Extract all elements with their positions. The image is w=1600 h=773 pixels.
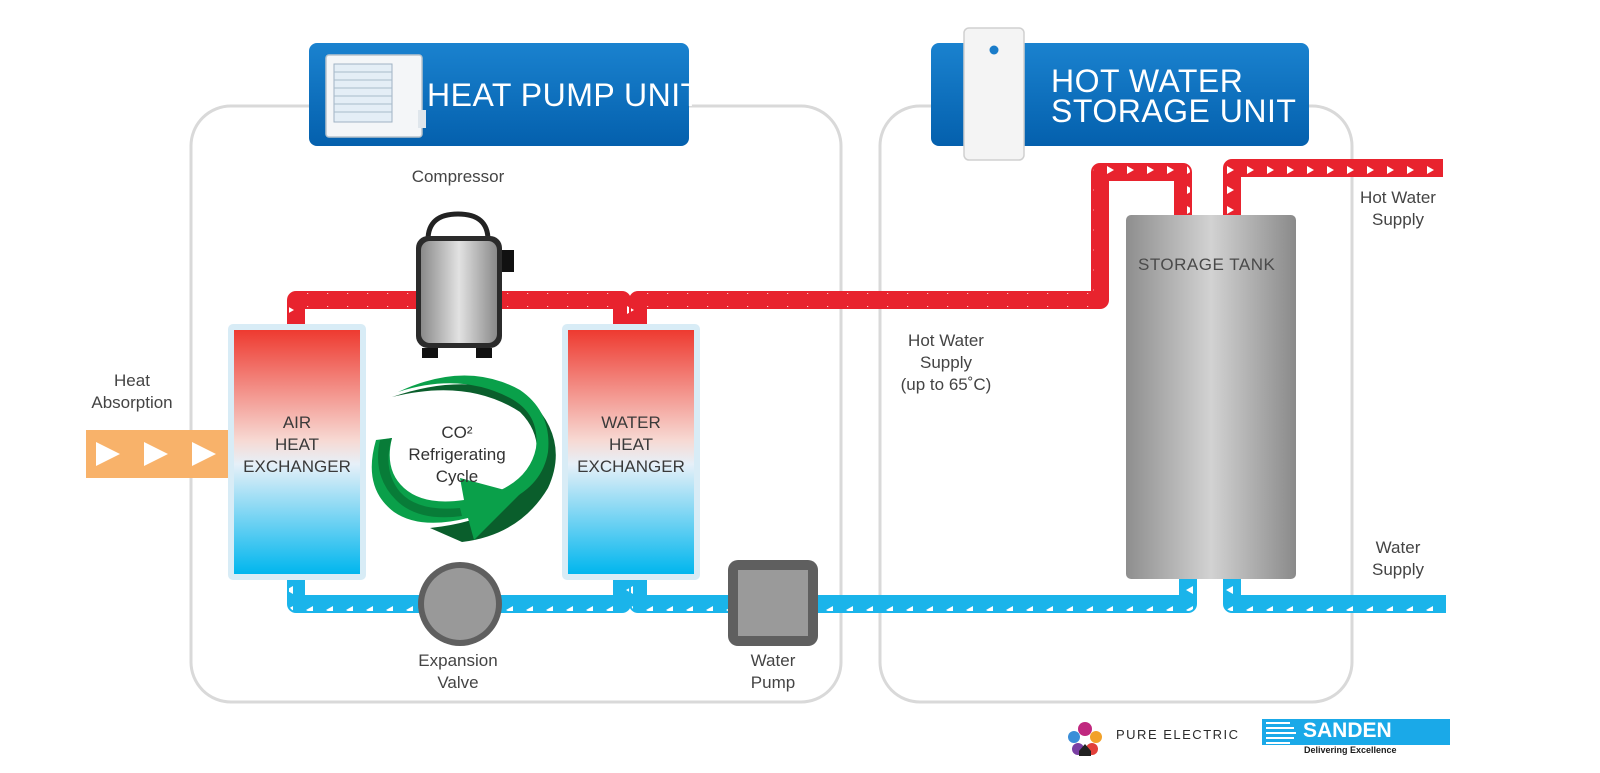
- hot-water-supply-temp-label: Hot Water Supply (up to 65˚C): [880, 330, 1012, 396]
- hot-water-supply-out-line2: Supply: [1372, 210, 1424, 229]
- heat-absorption-label: Heat Absorption: [82, 370, 182, 414]
- hot-water-supply-out-line1: Hot Water: [1360, 188, 1436, 207]
- pure-electric-logo-text: PURE ELECTRIC: [1116, 727, 1240, 742]
- water-exchanger-line3: EXCHANGER: [577, 457, 685, 476]
- expansion-valve-line1: Expansion: [418, 651, 498, 670]
- pure-electric-logo-icon: [1068, 722, 1102, 756]
- water-heat-exchanger-box: [562, 324, 700, 580]
- heat-pump-unit-title: HEAT PUMP UNIT: [427, 77, 701, 113]
- cycle-line1: CO²: [441, 423, 473, 442]
- air-heat-exchanger-label: AIR HEAT EXCHANGER: [234, 412, 360, 478]
- water-supply-in-line1: Water: [1375, 538, 1421, 557]
- expansion-valve-line2: Valve: [437, 673, 479, 692]
- water-heat-exchanger-label: WATER HEAT EXCHANGER: [568, 412, 694, 478]
- cycle-line3: Cycle: [435, 467, 479, 486]
- cycle-line2: Refrigerating: [408, 445, 506, 464]
- heat-absorption-line1: Heat: [114, 371, 150, 390]
- compressor-label: Compressor: [411, 167, 505, 186]
- hot-water-supply-mid-line3: (up to 65˚C): [900, 375, 992, 394]
- hot-water-storage-title-line2: STORAGE UNIT: [1051, 93, 1297, 129]
- sanden-tagline: Delivering Excellence: [1304, 745, 1397, 755]
- heat-pump-unit-icon: [325, 54, 426, 138]
- storage-header-banner: [931, 43, 1309, 146]
- heat-absorption-line2: Absorption: [91, 393, 173, 412]
- sanden-logo-text: SANDEN: [1303, 719, 1392, 742]
- water-pump-line1: Water: [750, 651, 796, 670]
- water-exchanger-line2: HEAT: [608, 435, 654, 454]
- air-exchanger-line3: EXCHANGER: [243, 457, 351, 476]
- hot-pipe-arrows: [289, 161, 1443, 328]
- water-pump-icon: [728, 560, 818, 646]
- sanden-logo-mark: [1262, 719, 1450, 745]
- compressor-icon: [416, 211, 514, 358]
- water-pump-line2: Pump: [750, 673, 796, 692]
- water-exchanger-line1: WATER: [601, 413, 661, 432]
- expansion-valve-label: Expansion Valve: [400, 650, 516, 694]
- hot-water-storage-title-line1: HOT WATER: [1051, 63, 1244, 99]
- expansion-valve-icon: [418, 562, 502, 646]
- water-pump-label: Water Pump: [723, 650, 823, 694]
- water-supply-in-label: Water Supply: [1350, 537, 1446, 581]
- storage-tank-label: STORAGE TANK: [1138, 255, 1276, 274]
- storage-tank-body: [1126, 215, 1296, 579]
- hot-water-supply-mid-line1: Hot Water: [908, 331, 984, 350]
- storage-unit-icon: [963, 27, 1025, 161]
- hot-water-supply-mid-line2: Supply: [920, 353, 972, 372]
- refrigerating-cycle-arrow: [371, 375, 556, 542]
- heat-absorption-arrows: [86, 430, 230, 478]
- air-exchanger-line2: HEAT: [274, 435, 320, 454]
- air-heat-exchanger-box: [228, 324, 366, 580]
- water-supply-in-line2: Supply: [1372, 560, 1424, 579]
- refrigerating-cycle-label: CO² Refrigerating Cycle: [400, 422, 514, 488]
- air-exchanger-line1: AIR: [282, 413, 312, 432]
- hot-water-supply-out-label: Hot Water Supply: [1350, 187, 1446, 231]
